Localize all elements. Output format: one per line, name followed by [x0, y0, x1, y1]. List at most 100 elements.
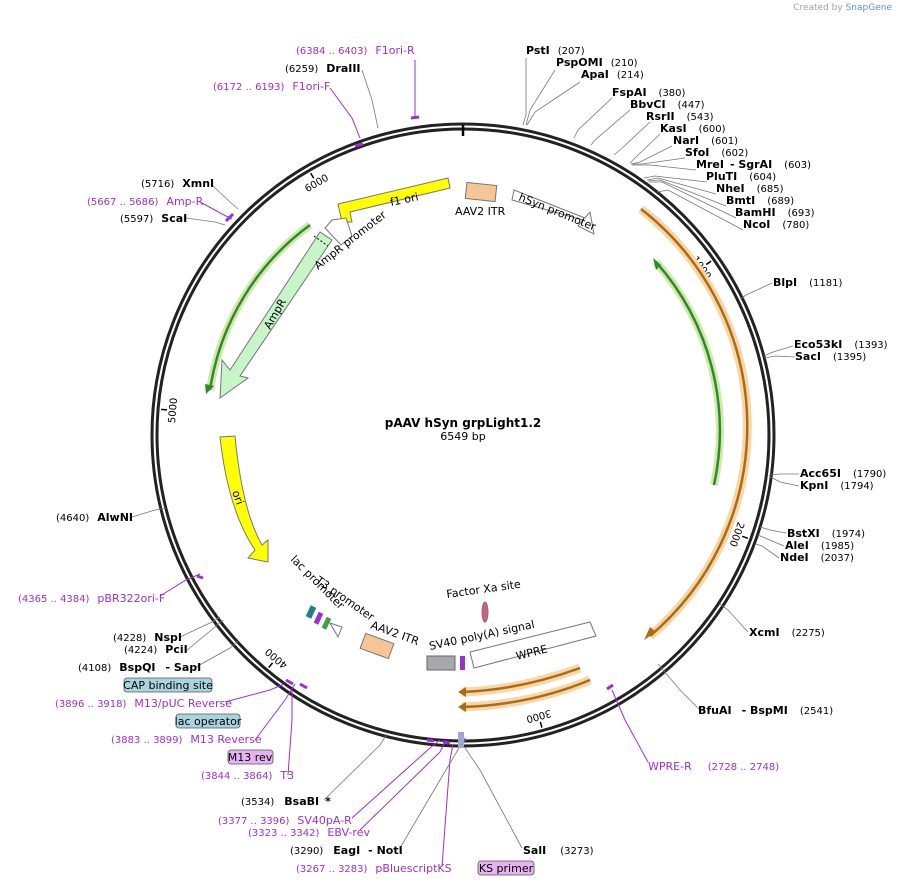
ampr-arrow [219, 231, 333, 400]
svg-text:CAP binding site: CAP binding site [123, 679, 213, 692]
primer-wpre-r: WPRE-R(2728 .. 2748) [648, 760, 779, 773]
primer-pbr322ori-f: (4365 .. 4384)pBR322ori-F [18, 592, 165, 605]
primer-f1ori-r: (6384 .. 6403)F1ori-R [296, 44, 415, 57]
orange-arc2-head [458, 687, 466, 697]
enzyme-kasi: KasI(600) [660, 122, 726, 135]
enzyme-bfuai: BfuAI- BspMI(2541) [698, 704, 833, 717]
enzyme-acc65i: Acc65I(1790) [800, 467, 886, 480]
tick-mark [310, 172, 315, 179]
plasmid-length: 6549 bp [440, 430, 485, 443]
box-cap-binding-site: CAP binding site [123, 677, 213, 693]
enzyme-kpni: KpnI(1794) [800, 479, 874, 492]
box-m13-rev: M13 rev [227, 749, 274, 765]
orf-arc [640, 208, 749, 637]
amp-arc [208, 223, 311, 391]
orange-arc3 [461, 678, 591, 709]
orange-arc3-head [458, 702, 466, 712]
primer-m13-puc-reverse: (3896 .. 3918)M13/pUC Reverse [55, 697, 232, 710]
ampr-promoter-arrow [324, 217, 353, 246]
label-f1-ori: f1 ori [389, 190, 420, 209]
enzyme-alei: AleI(1985) [785, 539, 854, 552]
label-ampr: AmpR [261, 296, 289, 331]
enzyme-nhei: NheI(685) [716, 182, 784, 195]
tick-mark [741, 535, 749, 540]
enzyme-draiii: (6259)DraIII [285, 62, 361, 75]
primer-m13-reverse: (3883 .. 3899)M13 Reverse [111, 733, 262, 746]
sv40-small-mark [460, 656, 465, 670]
enzyme-sfoi: SfoI(602) [685, 146, 748, 159]
enzyme-alwni: (4640)AlwNI [56, 511, 133, 524]
enzyme-bstxi: BstXI(1974) [787, 527, 865, 540]
orf-arc-halo [638, 205, 752, 640]
enzyme-leaders [131, 58, 800, 849]
factor-xa-mark [481, 601, 489, 623]
plasmid-name: pAAV hSyn grpLight1.2 [385, 416, 542, 430]
label-ori: ori [229, 489, 246, 507]
enzyme-mrei: MreI- SgrAI(603) [696, 158, 811, 171]
watermark: Created by SnapGene [793, 3, 892, 13]
primer-sv40pa-r: (3377 .. 3396)SV40pA-R [218, 814, 352, 827]
label-hsyn-promoter: hSyn promoter [517, 191, 598, 234]
lac-cluster [305, 605, 343, 639]
orf-arc-head [644, 627, 656, 640]
tick-label: 3000 [525, 707, 552, 724]
enzyme-ncoi: NcoI(780) [743, 218, 809, 231]
tick-label: 5000 [167, 397, 180, 423]
enzyme-blpi: BlpI(1181) [773, 276, 842, 289]
svg-text:KS primer: KS primer [479, 862, 534, 875]
primer-pbluescriptks: (3267 .. 3283)pBluescriptKS [296, 862, 452, 875]
enzyme-ndei: NdeI(2037) [780, 551, 854, 564]
enzyme-saci: SacI(1395) [795, 350, 866, 363]
primer-ebv-rev: (3323 .. 3342)EBV-rev [248, 826, 370, 839]
enzyme-pcii: (4224)PciI [124, 643, 188, 656]
primer-leaders [159, 60, 649, 867]
enzyme-bbvci: BbvCI(447) [630, 98, 705, 111]
svg-text:lac operator: lac operator [175, 715, 242, 728]
enzyme-sali: SalI(3273) [523, 844, 594, 857]
enzyme-psti: PstI(207) [526, 44, 585, 57]
enzyme-bmti: BmtI(689) [726, 194, 794, 207]
primer-marks [196, 115, 614, 745]
label-t3-promoter: T3 promoter [312, 573, 377, 624]
primer-amp-r: (5667 .. 5686)Amp-R [87, 195, 204, 208]
box-lac-operator: lac operator [175, 713, 242, 729]
enzyme-xcmi: XcmI(2275) [749, 626, 825, 639]
watermark-prefix: Created by [793, 3, 843, 13]
enzyme-fspai: FspAI(380) [612, 86, 686, 99]
watermark-brand: SnapGene [845, 3, 892, 13]
tick-mark [705, 260, 712, 266]
enzyme-eco53ki: Eco53kI(1393) [794, 338, 888, 351]
label-factor-xa: Factor Xa site [446, 578, 522, 601]
green-arc [655, 261, 722, 486]
small-feature-bottom [458, 732, 464, 748]
enzyme-xmni: (5716)XmnI [141, 177, 214, 190]
enzyme-bspqi: (4108)BspQI- SapI [78, 661, 201, 674]
amp-arc-head [205, 384, 214, 394]
tick-mark [539, 721, 543, 728]
tick-label: 6000 [303, 173, 331, 195]
enzyme-bamhi: BamHI(693) [735, 206, 815, 219]
wpre-arrow [469, 621, 597, 669]
primer-f1ori-f: (6172 .. 6193)F1ori-F [213, 80, 330, 93]
amp-dash [313, 235, 329, 247]
itr-top-box [464, 181, 498, 203]
enzyme-eagi: (3290)EagI- NotI [290, 844, 403, 857]
ori-arrow [219, 435, 269, 563]
label-aav2-itr-top: AAV2 ITR [455, 205, 506, 218]
sv40-box [426, 655, 456, 671]
svg-text:M13 rev: M13 rev [228, 751, 273, 764]
enzyme-apai: ApaI(214) [581, 68, 644, 81]
enzyme-bsabi: (3534)BsaBI* [241, 795, 331, 808]
enzyme-nspi: (4228)NspI [113, 631, 182, 644]
orange-arc2 [461, 666, 581, 694]
enzyme-rsrii: RsrII(543) [646, 110, 714, 123]
itr-bottom-box [359, 632, 395, 660]
primer-t3: (3844 .. 3864)T3 [201, 769, 294, 782]
tick-mark [161, 408, 168, 411]
enzyme-scai: (5597)ScaI [120, 212, 187, 225]
hsyn-arrow [511, 189, 595, 235]
box-ks-primer: KS primer [477, 860, 535, 876]
tick-label: 4000 [263, 646, 290, 671]
enzyme-pluti: PluTI(604) [706, 170, 776, 183]
